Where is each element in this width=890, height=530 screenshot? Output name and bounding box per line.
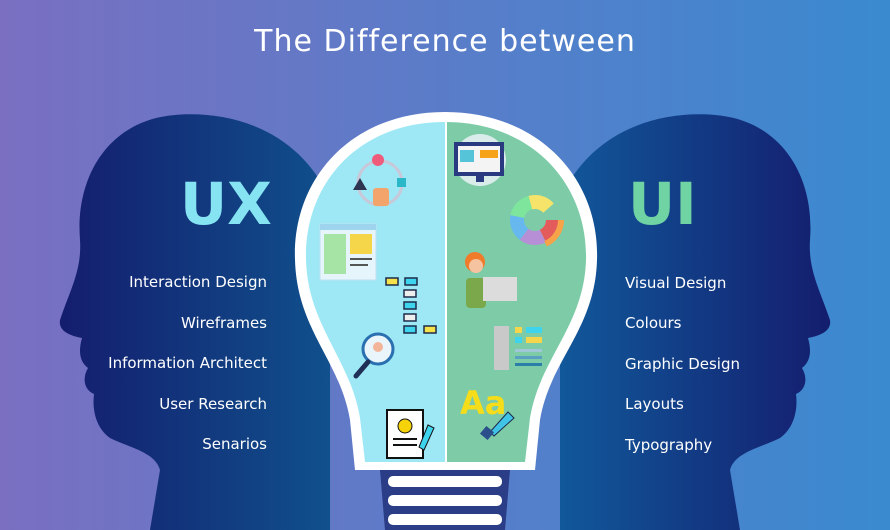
ux-item: Senarios xyxy=(202,435,267,453)
layout-icon xyxy=(494,326,542,370)
user-research-icon xyxy=(353,332,395,379)
ux-item: User Research xyxy=(159,395,267,413)
ui-item: Graphic Design xyxy=(625,355,740,373)
ui-heading: UI xyxy=(628,170,697,238)
wireframe-icon xyxy=(319,223,377,281)
ux-item: Wireframes xyxy=(180,314,267,332)
typography-aa-glyph: Aa xyxy=(460,384,506,422)
ux-item: Interaction Design xyxy=(129,273,267,291)
ux-heading: UX xyxy=(180,170,272,238)
scenario-document-icon xyxy=(386,409,435,459)
ux-item: Information Architect xyxy=(108,354,267,372)
information-architecture-icon xyxy=(385,277,437,334)
ui-item: Colours xyxy=(625,314,682,332)
ui-item: Visual Design xyxy=(625,274,727,292)
page-title: The Difference between xyxy=(254,24,636,59)
color-wheel-icon xyxy=(506,191,564,249)
visual-design-monitor-icon xyxy=(454,134,506,186)
ui-item: Layouts xyxy=(625,395,684,413)
ui-item: Typography xyxy=(625,436,713,454)
graphic-designer-icon xyxy=(465,252,517,308)
right-head-silhouette xyxy=(560,114,831,530)
interaction-icon xyxy=(353,154,406,207)
typography-icon: Aa xyxy=(460,384,515,441)
left-head-silhouette xyxy=(59,114,330,530)
